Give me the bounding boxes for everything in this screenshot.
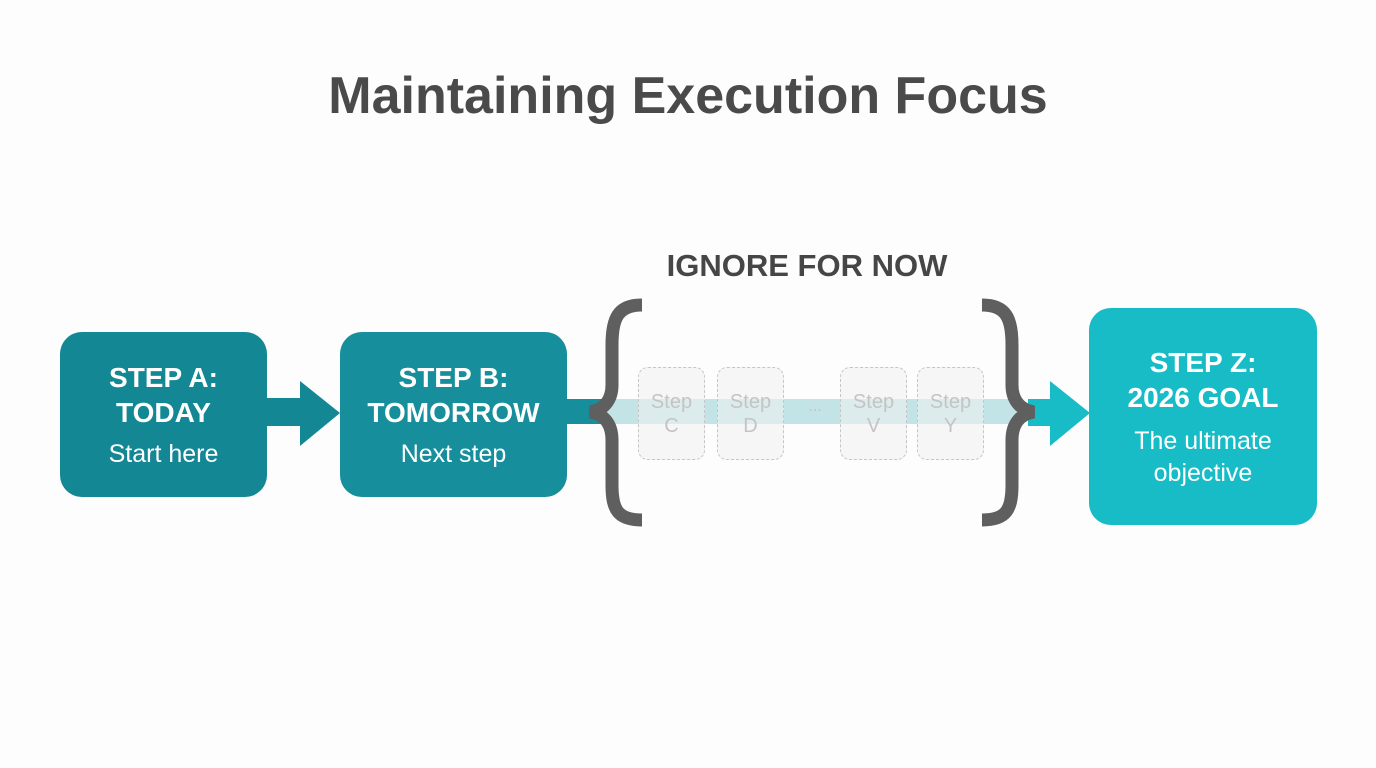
ignored-step-word: Step <box>852 390 895 413</box>
step-z-subtitle: The ultimate objective <box>1134 425 1272 489</box>
step-z-title-line2: 2026 GOAL <box>1127 381 1279 413</box>
step-a-title-line2: TODAY <box>116 396 211 428</box>
diagram-title: Maintaining Execution Focus <box>328 67 1048 125</box>
step-a-subtitle: Start here <box>108 439 219 468</box>
step-z-subtitle-line1: The ultimate <box>1134 426 1272 455</box>
ignored-step-word: Step <box>650 390 693 413</box>
ignored-step-word: Step <box>929 390 972 413</box>
ignored-step-letter: V <box>866 414 881 437</box>
arrow-a-to-b-icon <box>265 381 340 446</box>
ignored-step-c: Step C <box>638 367 705 460</box>
right-brace-icon <box>981 298 1036 527</box>
ignored-step-v: Step V <box>840 367 907 460</box>
left-brace-icon <box>588 298 643 527</box>
step-a-box: STEP A: TODAY Start here <box>60 332 267 497</box>
step-b-box: STEP B: TOMORROW Next step <box>340 332 567 497</box>
arrow-brace-to-z-icon <box>1028 381 1090 446</box>
step-z-box: STEP Z: 2026 GOAL The ultimate objective <box>1089 308 1317 525</box>
ignored-step-word: Step <box>729 390 772 413</box>
step-z-title-line1: STEP Z: <box>1149 346 1257 378</box>
ignored-step-letter: D <box>743 414 758 437</box>
ignored-step-y: Step Y <box>917 367 984 460</box>
step-a-title-line1: STEP A: <box>109 361 218 393</box>
ignored-step-letter: C <box>664 414 679 437</box>
ellipsis-text: ... <box>808 398 822 415</box>
step-z-subtitle-line2: objective <box>1153 458 1253 487</box>
ignored-step-letter: Y <box>943 414 958 437</box>
step-b-title-line1: STEP B: <box>398 361 509 393</box>
ignored-step-d: Step D <box>717 367 784 460</box>
step-b-subtitle: Next step <box>400 439 507 468</box>
step-b-title-line2: TOMORROW <box>367 396 540 428</box>
ignore-for-now-label: IGNORE FOR NOW <box>666 248 948 283</box>
